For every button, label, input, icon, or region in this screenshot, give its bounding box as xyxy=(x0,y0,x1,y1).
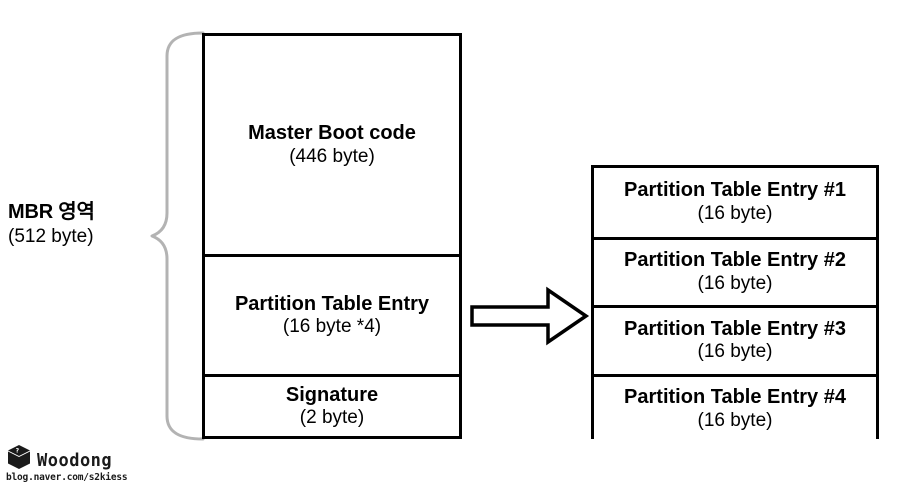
cell-title: Partition Table Entry #1 xyxy=(624,179,846,202)
watermark-name: Woodong xyxy=(37,450,113,472)
watermark: ? Woodong blog.naver.com/s2kiess xyxy=(6,444,176,484)
right-block-arrow-icon xyxy=(468,286,590,346)
cell-size: (16 byte) xyxy=(697,409,773,431)
mbr-area-title: MBR 영역 xyxy=(8,201,95,223)
cell-size: (2 byte) xyxy=(299,407,365,429)
cell-title: Partition Table Entry #4 xyxy=(624,386,846,409)
partition-entry-row: Partition Table Entry #1 (16 byte) xyxy=(594,168,876,237)
curly-brace-icon xyxy=(143,30,205,442)
partition-entry-row: Partition Table Entry #4 (16 byte) xyxy=(594,373,876,442)
mbr-area-label: MBR 영역 (512 byte) xyxy=(8,200,143,249)
cell-title: Partition Table Entry #2 xyxy=(624,249,846,272)
mbr-cell-signature: Signature (2 byte) xyxy=(205,374,459,436)
cell-size: (446 byte) xyxy=(289,145,375,167)
mbr-structure-stack: Master Boot code (446 byte) Partition Ta… xyxy=(202,33,462,439)
mbr-cell-partition-table-entry: Partition Table Entry (16 byte *4) xyxy=(205,254,459,374)
svg-text:?: ? xyxy=(16,448,20,455)
watermark-url: blog.naver.com/s2kiess xyxy=(6,472,128,483)
mbr-area-size: (512 byte) xyxy=(8,226,94,247)
cell-title: Signature xyxy=(285,383,379,406)
cell-size: (16 byte) xyxy=(697,341,773,363)
cube-logo-icon: ? xyxy=(6,444,32,470)
partition-table-entry-stack: Partition Table Entry #1 (16 byte) Parti… xyxy=(591,165,879,442)
cell-size: (16 byte) xyxy=(697,202,773,224)
cell-title: Master Boot code xyxy=(248,122,416,144)
watermark-row: ? Woodong xyxy=(6,444,176,470)
cell-size: (16 byte *4) xyxy=(282,316,382,338)
partition-entry-row: Partition Table Entry #2 (16 byte) xyxy=(594,236,876,305)
cell-size: (16 byte) xyxy=(697,272,773,294)
cell-title: Partition Table Entry #3 xyxy=(624,317,846,340)
cell-title: Partition Table Entry xyxy=(234,292,430,315)
mbr-cell-master-boot-code: Master Boot code (446 byte) xyxy=(205,36,459,254)
partition-entry-row: Partition Table Entry #3 (16 byte) xyxy=(594,305,876,374)
